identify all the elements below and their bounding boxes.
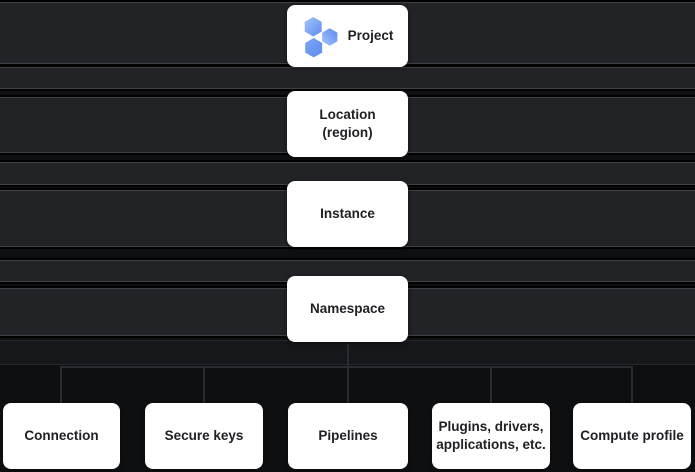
connector-trunk-vertical <box>347 344 349 366</box>
node-namespace: Namespace <box>287 276 408 342</box>
connector-drop-secure-keys <box>203 366 205 403</box>
node-location-label-line1: Location <box>319 107 376 122</box>
connector-drop-pipelines <box>347 366 349 403</box>
node-namespace-label: Namespace <box>309 301 386 316</box>
level-band-spacer-1 <box>0 67 695 89</box>
node-plugins: Plugins, drivers, applications, etc. <box>432 403 550 469</box>
node-secure-keys-label: Secure keys <box>164 428 244 443</box>
node-instance: Instance <box>287 181 408 247</box>
node-plugins-label-line2: applications, etc. <box>436 437 546 452</box>
node-connection: Connection <box>3 403 120 469</box>
node-instance-label: Instance <box>320 206 375 221</box>
node-project: Project <box>287 5 408 67</box>
node-location: Location (region) <box>287 91 408 157</box>
connector-drop-connection <box>60 366 62 403</box>
node-plugins-label-line1: Plugins, drivers, <box>438 419 544 434</box>
node-connection-label: Connection <box>24 428 99 443</box>
node-compute-profile: Compute profile <box>573 403 691 469</box>
node-location-label-line2: (region) <box>322 125 373 140</box>
connector-drop-compute-profile <box>631 366 633 403</box>
hexagon-cluster-icon <box>302 14 339 59</box>
node-secure-keys: Secure keys <box>145 403 263 469</box>
connector-drop-plugins <box>490 366 492 403</box>
node-pipelines: Pipelines <box>288 403 408 469</box>
node-compute-profile-label: Compute profile <box>580 428 684 443</box>
node-pipelines-label: Pipelines <box>318 428 378 443</box>
connector-horizontal <box>60 366 633 368</box>
node-project-label: Project <box>347 28 394 43</box>
